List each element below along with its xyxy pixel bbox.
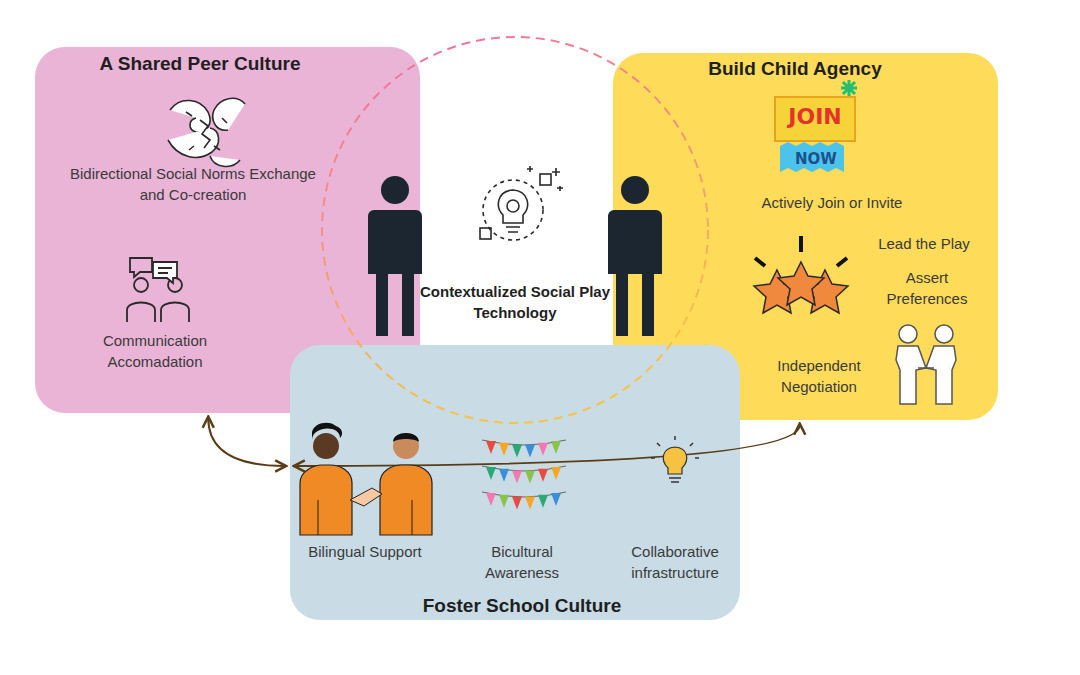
item-label: Lead the Play xyxy=(849,233,999,254)
handshake-icon xyxy=(896,325,956,404)
item-label: Assert Preferences xyxy=(871,267,983,310)
double-arrow xyxy=(295,425,800,466)
item-label: Communication Accomadation xyxy=(60,330,250,373)
bulb-icon xyxy=(651,436,699,482)
double-arrow xyxy=(208,418,285,466)
item-label: Contextualized Social Play Technology xyxy=(415,281,615,324)
panel-heading: Build Child Agency xyxy=(643,56,947,83)
item-label: Bilingual Support xyxy=(305,541,425,562)
now-banner-text: NOW xyxy=(780,150,852,168)
bunting-icon xyxy=(482,440,566,510)
join-sign-text: JOIN xyxy=(775,104,855,129)
panel-heading: A Shared Peer Culture xyxy=(35,51,365,78)
item-label: Bidirectional Social Norms Exchange and … xyxy=(70,163,316,206)
item-label: Bicultural Awareness xyxy=(460,541,584,584)
technology-icon xyxy=(480,166,563,240)
child-figure xyxy=(368,176,662,336)
co-creation-icon xyxy=(168,98,245,166)
communication-icon xyxy=(127,258,189,322)
bilingual-icon xyxy=(300,423,432,535)
item-label: Actively Join or Invite xyxy=(725,192,939,213)
item-label: Collaborative infrastructure xyxy=(612,541,738,584)
item-label: Independent Negotiation xyxy=(755,355,883,398)
panel-heading: Foster School Culture xyxy=(362,593,682,620)
join-now-sign xyxy=(775,80,857,172)
stars-icon xyxy=(754,236,848,313)
